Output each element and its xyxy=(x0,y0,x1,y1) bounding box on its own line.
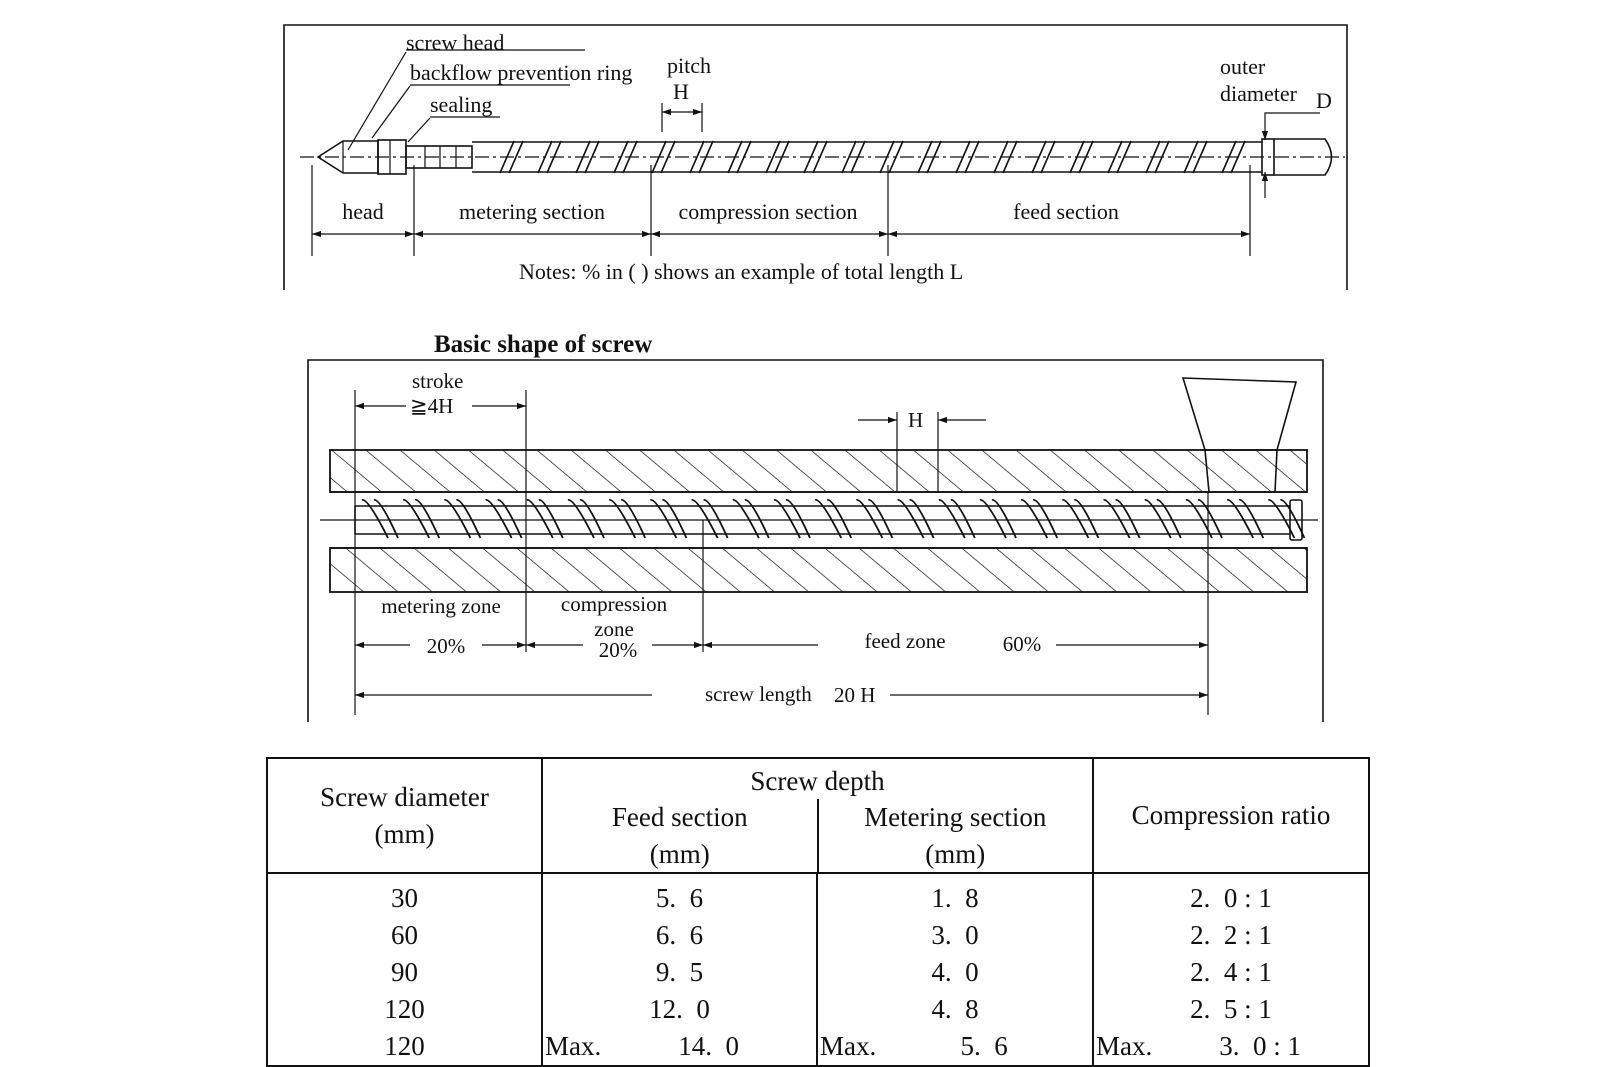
cell-metering-depth: 4. 0 xyxy=(815,954,1095,992)
label-screw-head: screw head xyxy=(406,30,504,55)
label-diameter: diameter xyxy=(1220,81,1298,106)
cell-diameter-value: 30 xyxy=(391,883,418,914)
label-head: head xyxy=(342,199,384,224)
cell-feed-depth: 12. 0 xyxy=(541,991,818,1029)
cell-compression-ratio-value: 2. 4 : 1 xyxy=(1190,957,1272,988)
label-sealing: sealing xyxy=(430,92,492,117)
label-pitch: pitch xyxy=(667,53,711,78)
label-screw-length-value: 20 H xyxy=(834,683,875,707)
label-feed-zone: feed zone xyxy=(864,629,945,653)
cell-metering-depth: 3. 0 xyxy=(815,917,1095,955)
header-screw-diameter: Screw diameter (mm) xyxy=(266,756,543,875)
cell-feed-depth-value: 6. 6 xyxy=(655,920,704,951)
cell-feed-depth: 5. 6 xyxy=(541,873,818,918)
cell-metering-depth-value: 1. 8 xyxy=(931,883,979,914)
cell-diameter-value: 120 xyxy=(384,1031,425,1062)
cell-feed-depth-value: 9. 5 xyxy=(655,957,704,988)
header-metering-section: Metering section (mm) xyxy=(816,799,1093,873)
figure2-frame xyxy=(307,359,1324,722)
label-feed-section: feed section xyxy=(1013,199,1119,224)
cell-compression-ratio-value: 3. 0 : 1 xyxy=(1219,1031,1302,1062)
table-row: 120 12. 0 4. 8 2. 5 : 1 xyxy=(266,991,1371,1029)
cell-feed-depth-value: 5. 6 xyxy=(655,883,704,914)
label-backflow-ring: backflow prevention ring xyxy=(410,60,632,85)
cell-compression-ratio-value: 2. 2 : 1 xyxy=(1190,920,1272,951)
label-metering-pct: 20% xyxy=(427,634,466,658)
screw-spec-table: Screw diameter (mm) Screw depth Feed sec… xyxy=(266,756,1371,1067)
figure2-caption: Basic shape of screw xyxy=(434,331,652,358)
label-feed-pct: 60% xyxy=(1003,632,1042,656)
cell-feed-depth-value: 14. 0 xyxy=(678,1031,739,1062)
label-compression-zone-2: zone xyxy=(594,617,634,641)
cell-diameter-value: 60 xyxy=(391,920,418,951)
table-row: 60 6. 6 3. 0 2. 2 : 1 xyxy=(266,917,1371,955)
cell-compression-ratio: 2. 0 : 1 xyxy=(1092,873,1371,918)
cell-compression-ratio-value: 2. 0 : 1 xyxy=(1190,883,1272,914)
header-screw-depth: Screw depth Feed section (mm) Metering s… xyxy=(540,756,1095,875)
cell-feed-depth: 6. 6 xyxy=(541,917,818,955)
screw-body xyxy=(316,138,1333,176)
cell-diameter: 30 xyxy=(266,873,543,918)
cell-diameter-value: 90 xyxy=(391,957,418,988)
header-feed-section: Feed section (mm) xyxy=(611,802,748,869)
header-compression-ratio: Compression ratio xyxy=(1092,756,1371,875)
cell-diameter: 120 xyxy=(266,1028,543,1067)
label-compression-section: compression section xyxy=(678,199,857,224)
label-metering-zone: metering zone xyxy=(381,594,501,618)
cell-metering-depth-value: 3. 0 xyxy=(931,920,979,951)
cell-metering-depth: 1. 8 xyxy=(815,873,1095,918)
table-row: 120 Max. 14. 0 Max. 5. 6 Max. 3. 0 : 1 xyxy=(266,1028,1371,1067)
cell-feed-depth: Max. 14. 0 xyxy=(541,1028,818,1067)
max-label: Max. xyxy=(1096,1031,1153,1062)
cell-diameter: 120 xyxy=(266,991,543,1029)
screw-core xyxy=(354,499,1306,541)
figure1-frame xyxy=(283,24,1348,290)
label-compression-zone-1: compression xyxy=(561,592,668,616)
label-stroke: stroke xyxy=(412,369,463,393)
max-label: Max. xyxy=(545,1031,602,1062)
label-stroke-value: ≧4H xyxy=(410,394,453,418)
max-label: Max. xyxy=(820,1031,877,1062)
cell-diameter: 60 xyxy=(266,917,543,955)
cell-diameter: 90 xyxy=(266,954,543,992)
figure-screw-sections: screw head backflow prevention ring seal… xyxy=(283,24,1348,290)
cell-metering-depth-value: 4. 8 xyxy=(931,994,979,1025)
barrel-bottom xyxy=(329,547,1308,593)
cell-compression-ratio: 2. 5 : 1 xyxy=(1092,991,1371,1029)
table-row: 90 9. 5 4. 0 2. 4 : 1 xyxy=(266,954,1371,992)
label-pitch-h: H xyxy=(673,79,689,104)
label-screw-length: screw length xyxy=(705,682,812,706)
cell-metering-depth: Max. 5. 6 xyxy=(815,1028,1095,1067)
cell-compression-ratio-value: 2. 5 : 1 xyxy=(1190,994,1272,1025)
cell-compression-ratio: 2. 4 : 1 xyxy=(1092,954,1371,992)
cell-compression-ratio: Max. 3. 0 : 1 xyxy=(1092,1028,1371,1067)
label-outer: outer xyxy=(1220,54,1266,79)
cell-compression-ratio: 2. 2 : 1 xyxy=(1092,917,1371,955)
hopper xyxy=(1181,377,1298,451)
label-diameter-d: D xyxy=(1316,88,1332,113)
label-h: H xyxy=(908,408,923,432)
cell-metering-depth: 4. 8 xyxy=(815,991,1095,1029)
label-compression-pct: 20% xyxy=(599,638,638,662)
cell-feed-depth-value: 12. 0 xyxy=(649,994,710,1025)
cell-metering-depth-value: 4. 0 xyxy=(931,957,979,988)
barrel-top xyxy=(329,449,1308,493)
figure-basic-screw-shape: Basic shape of screw stroke ≧4H H xyxy=(307,331,1324,722)
label-metering-section: metering section xyxy=(459,199,605,224)
table-row: 30 5. 6 1. 8 2. 0 : 1 xyxy=(266,873,1371,918)
figure1-notes: Notes: % in ( ) shows an example of tota… xyxy=(519,259,963,284)
cell-diameter-value: 120 xyxy=(384,994,425,1025)
cell-feed-depth: 9. 5 xyxy=(541,954,818,992)
cell-metering-depth-value: 5. 6 xyxy=(960,1031,1008,1062)
